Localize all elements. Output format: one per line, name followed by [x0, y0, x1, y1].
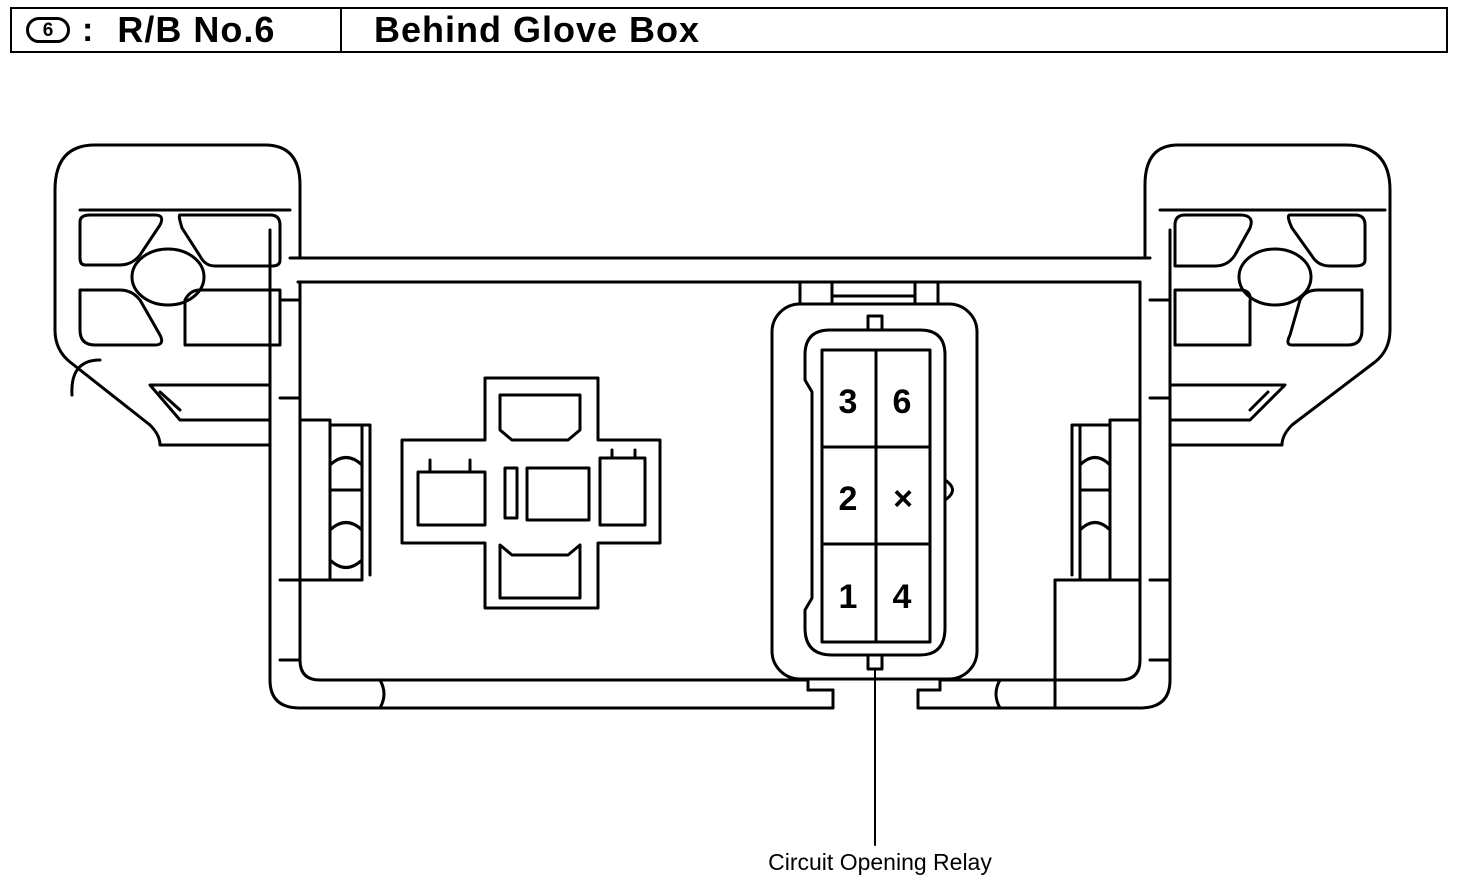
cross-shaped-connector: [400, 376, 662, 610]
relay-pin-4: 4: [893, 578, 912, 616]
header-id-cell: 6 : R/B No.6: [12, 9, 342, 51]
right-side-latch: [1053, 418, 1142, 710]
left-side-latch: [298, 418, 372, 582]
relay-pin-2: 2: [839, 480, 858, 518]
relay-block-location: Behind Glove Box: [374, 9, 701, 50]
relay-pin-1: 1: [839, 578, 858, 616]
relay-block-name: R/B No.6: [117, 9, 276, 50]
right-mounting-ear: [1143, 143, 1392, 447]
relay-pin-6: 6: [893, 383, 912, 421]
circuit-opening-relay: [770, 280, 979, 681]
header-separator: :: [82, 10, 94, 49]
circuit-opening-relay-label: Circuit Opening Relay: [768, 849, 992, 875]
relay-pin-blank-mark: ×: [893, 480, 913, 518]
left-mounting-ear: [53, 143, 302, 447]
relay-block-body: [268, 228, 1172, 710]
header-bar: 6 : R/B No.6 Behind Glove Box: [10, 7, 1448, 53]
block-number-badge: 6: [26, 17, 70, 43]
relay-pin-3: 3: [839, 383, 858, 421]
